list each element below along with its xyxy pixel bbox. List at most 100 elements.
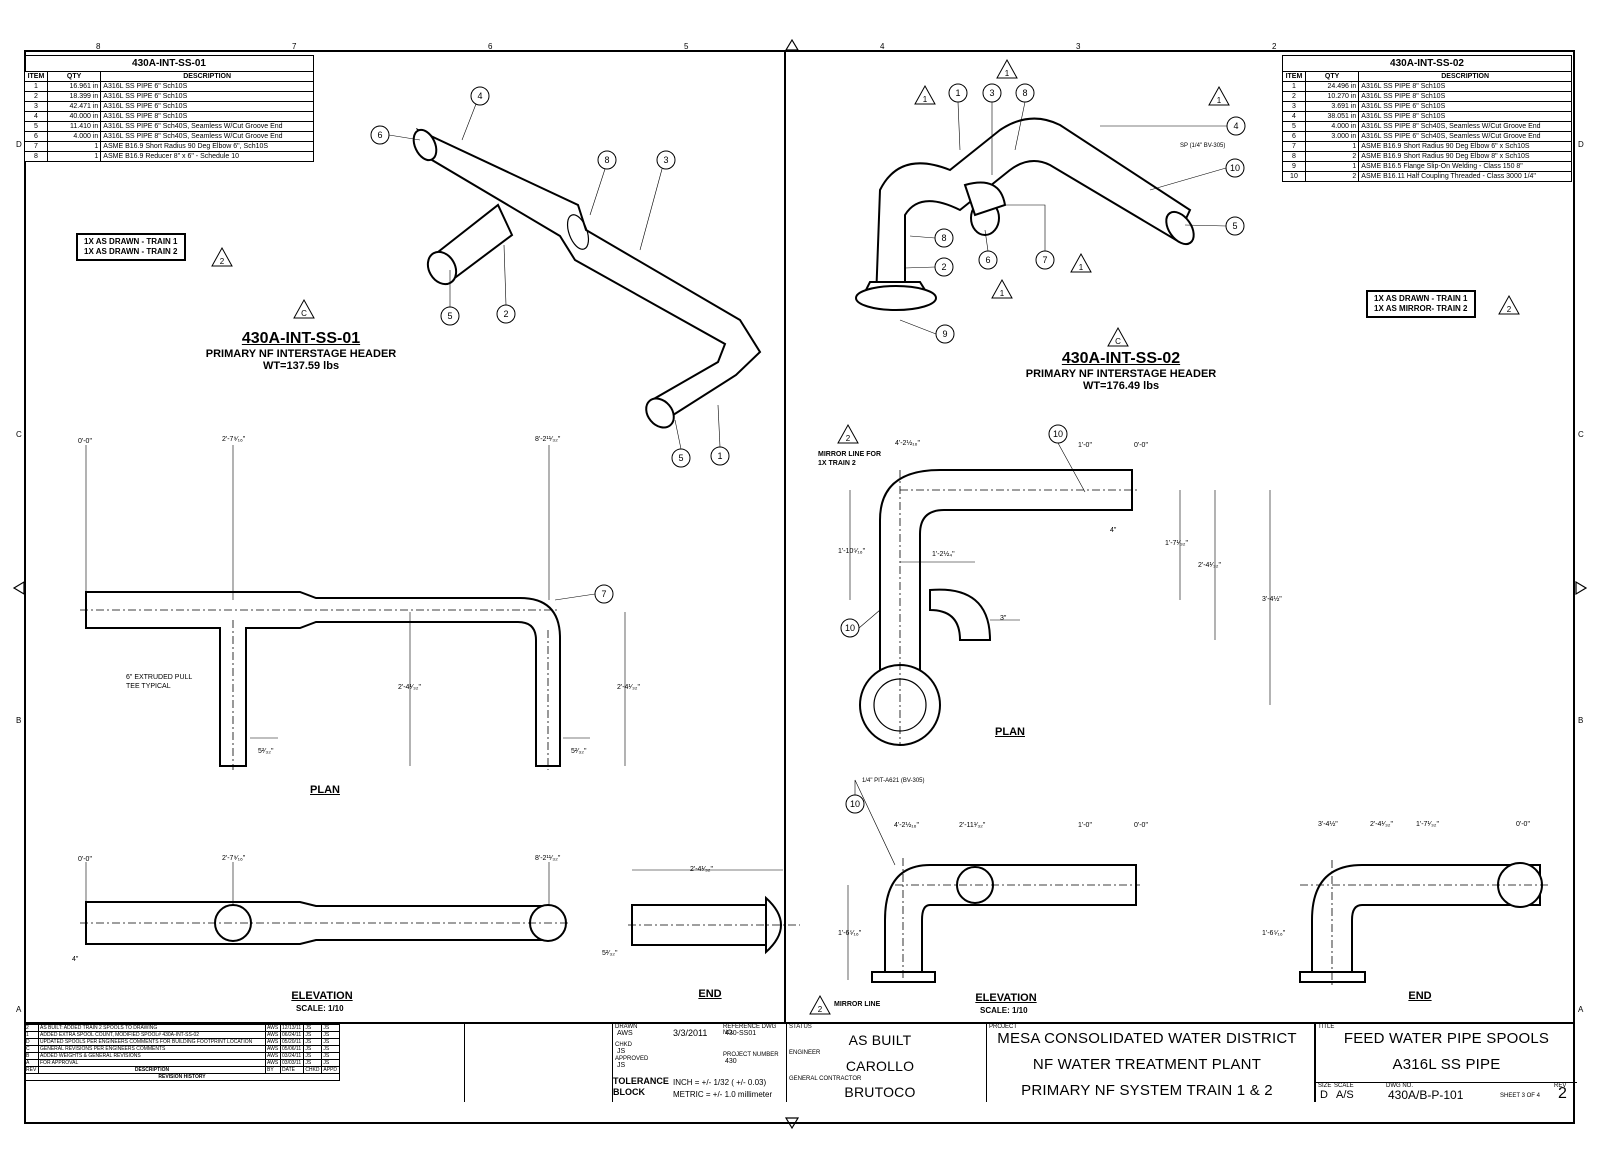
dim-right-d: 1'-10⁵⁄₁₆" [838, 548, 866, 555]
svg-text:1: 1 [1000, 289, 1005, 298]
revision-cell: ADDED EXTRA SPOOL COUNT, MODIFIED SPOOL#… [37, 1031, 267, 1039]
dim-right-g: 2'-4¹⁄₃₂" [1198, 562, 1222, 569]
svg-text:5: 5 [678, 453, 683, 463]
svg-text:10: 10 [1053, 429, 1063, 439]
drawn-by: AWS [617, 1030, 633, 1037]
svg-text:4: 4 [1233, 121, 1238, 131]
status-cell: STATUS AS BUILT ENGINEER CAROLLO GENERAL… [786, 1024, 972, 1102]
tolerance-inch: INCH = +/- 1/32 ( +/- 0.03) [673, 1078, 767, 1087]
revision-cell: ADDED WEIGHTS & GENERAL REVISIONS [37, 1052, 267, 1060]
dim-right-a: 4'-2½₁₆" [895, 440, 920, 447]
title-line-1: FEED WATER PIPE SPOOLS [1343, 1030, 1550, 1047]
bom-title-right: 430A-INT-SS-02 [1282, 55, 1572, 71]
rev-header-chkd: CHKD [303, 1066, 323, 1074]
revision-cell: GENERAL REVISIONS PER ENGINEERS COMMENTS [37, 1045, 267, 1053]
drawing-frame [24, 50, 1575, 1124]
dim-right-n: 0'-0" [1134, 822, 1148, 829]
svg-text:2: 2 [503, 309, 508, 319]
dim-left-elev-d1: 2'-7⁹⁄₁₆" [222, 855, 246, 862]
dim-right-sp: SP (1/4" BV-305) [1180, 143, 1226, 149]
elevation-pipe-left [80, 862, 570, 945]
zone-side-a: A [16, 1005, 22, 1014]
zone-top-3: 3 [1076, 42, 1081, 51]
revision-cell: 1 [24, 1031, 39, 1039]
svg-text:1: 1 [717, 451, 722, 461]
revision-number: 2 [1558, 1085, 1567, 1102]
project-line-3: PRIMARY NF SYSTEM TRAIN 1 & 2 [1021, 1082, 1273, 1099]
zone-top-4: 4 [880, 42, 885, 51]
svg-text:9: 9 [942, 329, 947, 339]
balloons: 4 6 8 3 5 2 5 1 7 1 3 8 4 10 5 8 2 6 7 9… [370, 83, 1246, 814]
revision-cell: A [24, 1059, 39, 1067]
end-view-pipe-left [628, 869, 800, 955]
scale-right: SCALE: 1/10 [980, 1006, 1028, 1015]
view-label-elevation-right: ELEVATION [975, 992, 1037, 1004]
svg-text:1: 1 [923, 95, 928, 104]
dim-left-d7: 4" [72, 956, 79, 963]
revision-cell: C [24, 1045, 39, 1053]
svg-text:3: 3 [989, 88, 994, 98]
rev-header-appd: APPD [321, 1066, 340, 1074]
revision-cell: 03/24/11 [280, 1052, 305, 1060]
revision-cell: JS [303, 1031, 323, 1039]
bom-title-left: 430A-INT-SS-01 [24, 55, 314, 71]
revision-cell: 03/03/11 [280, 1059, 305, 1067]
dim-right-i: 3" [1000, 615, 1007, 622]
note-right-line2: 1X AS MIRROR- TRAIN 2 [1374, 304, 1468, 313]
sheet-size: D [1320, 1089, 1328, 1101]
iso-pipe-right [855, 117, 1195, 311]
title-block: 2 AS BUILT: ADDED TRAIN 2 SPOOLS TO DRAWI… [24, 1022, 1577, 1102]
note-left-line2: 1X AS DRAWN - TRAIN 2 [84, 247, 178, 256]
svg-text:1: 1 [1079, 263, 1084, 272]
svg-text:2: 2 [941, 262, 946, 272]
project-number: 430 [725, 1058, 737, 1065]
dim-left-d0: 0'-0" [78, 438, 92, 445]
dim-right-q: 2'-4¹⁄₃₂" [1370, 821, 1394, 828]
dim-right-c: 0'-0" [1134, 442, 1148, 449]
dim-right-f: 1'-7¹⁄₃₂" [1165, 540, 1189, 547]
revision-cell: JS [321, 1031, 340, 1039]
spool-weight-right: WT=176.49 lbs [1082, 380, 1160, 392]
sheet-scale: A/S [1336, 1089, 1354, 1101]
spool-weight-left: WT=137.59 lbs [262, 360, 340, 372]
project-cell: PROJECT MESA CONSOLIDATED WATER DISTRICT… [986, 1024, 1306, 1102]
svg-text:1: 1 [1217, 96, 1222, 105]
drawing-number: 430A/B-P-101 [1388, 1088, 1464, 1102]
project-line-2: NF WATER TREATMENT PLANT [1032, 1056, 1262, 1073]
dim-left-d6: 5²⁄₃₂" [571, 748, 587, 755]
svg-text:6: 6 [985, 255, 990, 265]
revision-cell: 05/20/11 [280, 1038, 305, 1046]
svg-text:1: 1 [1005, 69, 1010, 78]
view-label-plan-right: PLAN [995, 726, 1025, 738]
view-label-elevation-left: ELEVATION [291, 990, 353, 1002]
leader-lines [388, 101, 1227, 866]
svg-text:2: 2 [1507, 305, 1512, 314]
spool-title-right: 430A-INT-SS-02 PRIMARY NF INTERSTAGE HEA… [996, 350, 1246, 392]
revision-cell: JS [303, 1038, 323, 1046]
svg-text:2: 2 [818, 1005, 823, 1014]
center-divider [784, 50, 786, 1022]
elevation-pipe-right [847, 858, 1140, 985]
revision-cell: AS BUILT: ADDED TRAIN 2 SPOOLS TO DRAWIN… [37, 1024, 267, 1032]
note-left: 1X AS DRAWN - TRAIN 1 1X AS DRAWN - TRAI… [76, 233, 186, 261]
zone-side-b-right: B [1578, 716, 1584, 725]
revision-cell: JS [321, 1052, 340, 1060]
dim-right-m: 1'-0" [1078, 822, 1092, 829]
rev-header-rev: REV [24, 1066, 39, 1074]
svg-text:8: 8 [604, 155, 609, 165]
dim-right-s: 0'-0" [1516, 821, 1530, 828]
scale-left: SCALE: 1/10 [296, 1004, 344, 1013]
zone-side-c: C [16, 430, 22, 439]
revision-cell: JS [321, 1045, 340, 1053]
svg-text:3: 3 [663, 155, 668, 165]
tolerance-metric: METRIC = +/- 1.0 millimeter [673, 1090, 773, 1099]
svg-text:5: 5 [447, 311, 452, 321]
reference-dwg: 430-SS01 [725, 1030, 757, 1037]
